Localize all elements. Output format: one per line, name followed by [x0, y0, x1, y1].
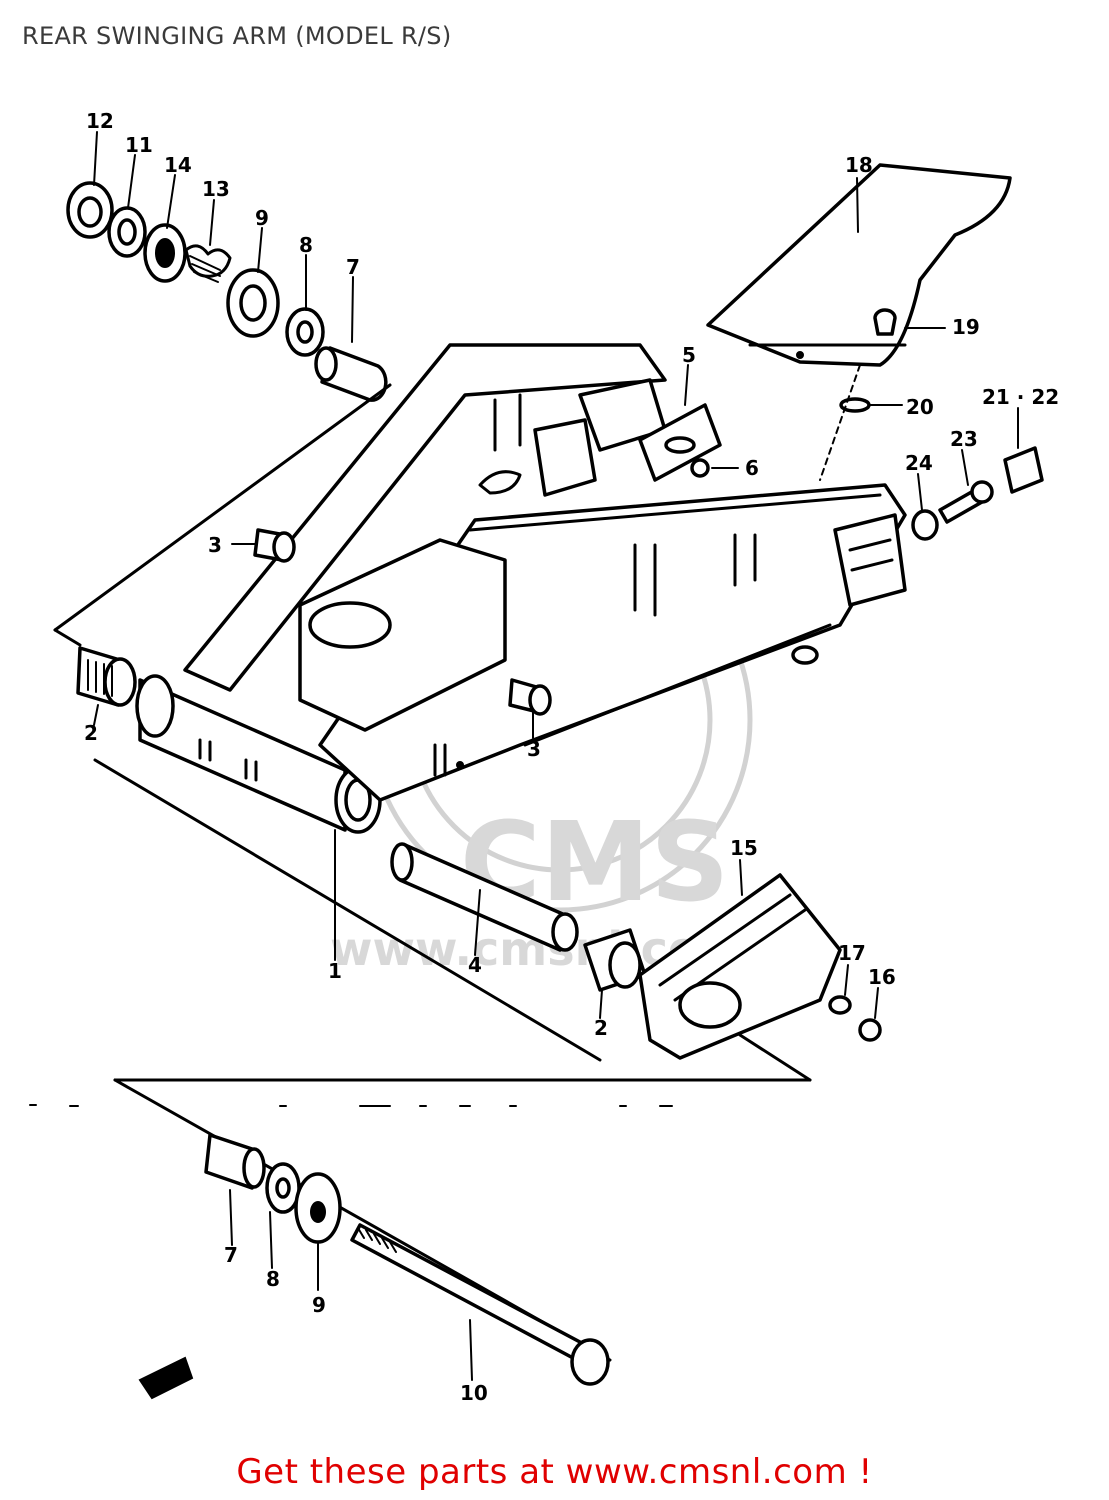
callout-11: 11	[125, 133, 153, 157]
callout-24: 24	[905, 451, 933, 475]
callout-20: 20	[906, 395, 934, 419]
part-7-collar-lower	[204, 1133, 266, 1190]
part-15-chain-buffer	[638, 873, 842, 1060]
part-11-washer	[107, 206, 147, 258]
callout-18: 18	[845, 153, 873, 177]
callout-8-lower: 8	[266, 1267, 280, 1291]
callout-4: 4	[468, 953, 482, 977]
part-9-seal-lower	[294, 1172, 342, 1244]
callout-16: 16	[868, 965, 896, 989]
part-16-screw	[858, 1018, 882, 1042]
callout-2-right: 2	[594, 1016, 608, 1040]
part-9-seal	[226, 268, 280, 338]
part-17-washer	[828, 995, 852, 1015]
bearing-stack-upper	[66, 181, 388, 402]
callout-21-22: 21 · 22	[982, 385, 1059, 409]
part-18-chain-guard	[706, 163, 1012, 367]
callout-3-lower: 3	[527, 737, 541, 761]
callout-7-lower: 7	[224, 1243, 238, 1267]
callout-2-left: 2	[84, 721, 98, 745]
part-3-bushing-lower	[508, 678, 552, 716]
callout-9: 9	[255, 206, 269, 230]
part-14-bearing	[143, 223, 187, 283]
part-4-spacer-tube	[390, 842, 579, 952]
callout-23: 23	[950, 427, 978, 451]
callout-7: 7	[346, 255, 360, 279]
callout-6: 6	[745, 456, 759, 480]
part-21-22-adjuster	[1003, 446, 1044, 494]
part-7-collar	[314, 346, 388, 402]
part-12-cap	[66, 181, 114, 239]
part-10-pivot-shaft	[350, 1223, 610, 1386]
callout-19: 19	[952, 315, 980, 339]
callout-labels: 12 11 14 13 9 8 7 18 19 5 20 21 · 22 6 2…	[84, 109, 1059, 1405]
part-19-screw	[873, 308, 897, 336]
part-2-needle-bearing-left	[76, 646, 137, 707]
callout-5: 5	[682, 343, 696, 367]
part-6-bolt	[690, 458, 710, 478]
part-8-washer	[285, 307, 325, 357]
part-8-washer-lower	[265, 1162, 301, 1214]
part-1-swing-arm	[135, 343, 907, 834]
callout-10: 10	[460, 1381, 488, 1405]
leader-lines	[93, 131, 1019, 1381]
callout-17: 17	[838, 941, 866, 965]
callout-3-upper: 3	[208, 533, 222, 557]
parts-link-footer[interactable]: Get these parts at www.cmsnl.com !	[236, 1452, 873, 1492]
diagram-title: REAR SWINGING ARM (MODEL R/S)	[22, 22, 452, 50]
part-2-needle-bearing-right	[583, 928, 647, 992]
callout-9-lower: 9	[312, 1293, 326, 1317]
callout-13: 13	[202, 177, 230, 201]
callout-1: 1	[328, 959, 342, 983]
part-3-bushing-upper	[253, 528, 296, 563]
front-arrow-icon	[138, 1356, 194, 1400]
callout-14: 14	[164, 153, 192, 177]
part-13-spring	[184, 244, 232, 283]
callout-8: 8	[299, 233, 313, 257]
callout-15: 15	[730, 836, 758, 860]
part-24-nut	[911, 509, 939, 541]
part-23-bolt	[938, 480, 994, 524]
callout-12: 12	[86, 109, 114, 133]
part-5-plate	[638, 403, 722, 482]
